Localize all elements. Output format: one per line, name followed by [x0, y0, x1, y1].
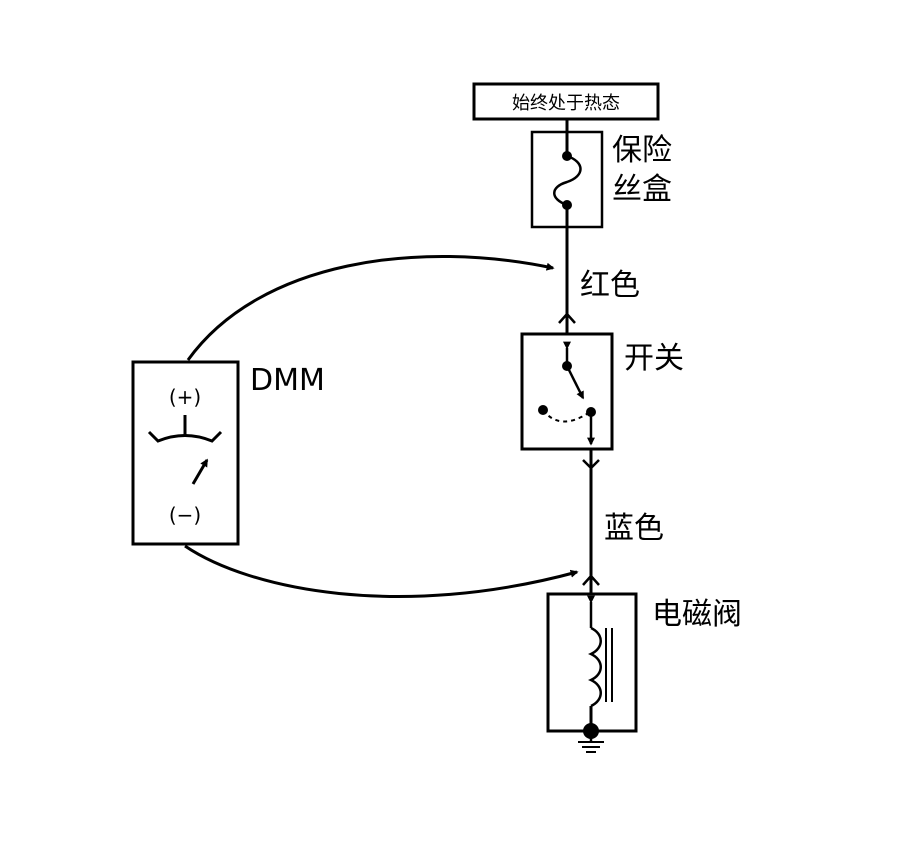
meter-needle-icon: [191, 458, 209, 485]
switch: 开关: [520, 332, 684, 451]
dmm-negative-label: (−): [169, 503, 201, 527]
solenoid-label: 电磁阀: [652, 597, 742, 632]
solenoid: 电磁阀: [546, 592, 742, 753]
dmm-label: DMM: [250, 363, 325, 398]
blue-wire-label: 蓝色: [604, 511, 664, 546]
switch-blade-icon: [565, 365, 585, 400]
positive-test-lead: [186, 255, 555, 361]
fuse-box-label-line1: 保险: [612, 133, 672, 168]
fuse-element-icon: [553, 154, 582, 207]
coil-icon: [588, 626, 602, 708]
negative-test-lead: [184, 544, 579, 598]
switch-label: 开关: [624, 341, 684, 376]
fuse-box: 保险 丝盒: [530, 119, 672, 229]
always-hot-label: 始终处于热态: [512, 93, 620, 114]
dmm-meter: (+) (−) DMM: [131, 360, 325, 546]
ground-icon: [578, 741, 604, 753]
fuse-box-label-line2: 丝盒: [612, 172, 672, 207]
dmm-positive-label: (+): [169, 385, 201, 409]
blue-wire: 蓝色: [582, 449, 664, 594]
always-hot-box: 始终处于热态: [472, 82, 660, 121]
red-wire: 红色: [558, 227, 640, 334]
red-wire-label: 红色: [580, 268, 640, 303]
